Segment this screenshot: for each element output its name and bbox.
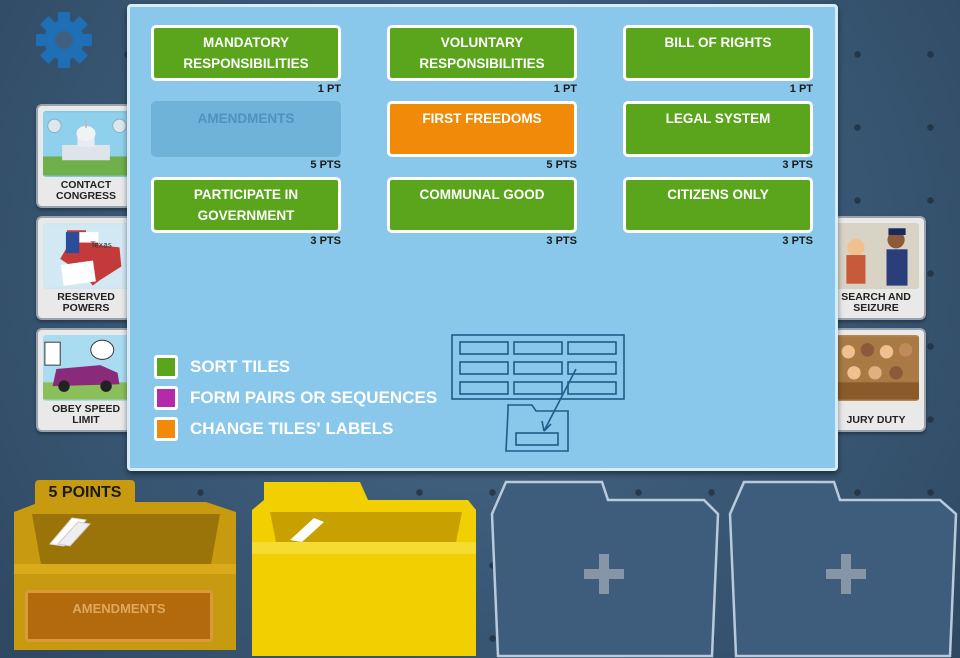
tile-points: 1 PT (317, 83, 341, 95)
car-icon (43, 335, 129, 401)
legend-swatch-green (154, 355, 178, 379)
card-obey-speed-limit[interactable]: OBEY SPEED LIMIT (36, 328, 136, 432)
card-caption: OBEY SPEED LIMIT (51, 403, 121, 426)
tile-panel: MANDATORY RESPONSIBILITIES 1 PT VOLUNTAR… (127, 4, 838, 471)
card-search-and-seizure[interactable]: SEARCH AND SEIZURE (826, 216, 926, 320)
tile-participate-in-government[interactable]: PARTICIPATE IN GOVERNMENT (151, 177, 341, 233)
svg-text:Texas: Texas (90, 240, 112, 249)
tile-points: 1 PT (789, 83, 813, 95)
texas-map-icon: Texas (43, 223, 129, 289)
capitol-icon (43, 111, 129, 177)
bin-points-tab: 5 POINTS (35, 480, 135, 506)
tile-communal-good[interactable]: COMMUNAL GOOD (387, 177, 577, 233)
tile-legal-system[interactable]: LEGAL SYSTEM (623, 101, 813, 157)
sort-into-folder-icon (450, 333, 630, 453)
legend-label: CHANGE TILES' LABELS (190, 419, 394, 438)
card-contact-congress[interactable]: CONTACT CONGRESS (36, 104, 136, 208)
tile-points: 3 PTS (310, 235, 341, 247)
legend-change-labels: CHANGE TILES' LABELS (154, 417, 393, 441)
tile-points: 3 PTS (782, 159, 813, 171)
card-jury-duty[interactable]: JURY DUTY (826, 328, 926, 432)
card-caption: RESERVED POWERS (57, 291, 115, 314)
tile-voluntary-responsibilities[interactable]: VOLUNTARY RESPONSIBILITIES (387, 25, 577, 81)
legend-label: SORT TILES (190, 357, 291, 376)
tile-bill-of-rights[interactable]: BILL OF RIGHTS (623, 25, 813, 81)
legend-swatch-purple (154, 386, 178, 410)
legend-label: FORM PAIRS OR SEQUENCES (190, 388, 438, 407)
plus-icon (584, 554, 624, 594)
plus-icon (826, 554, 866, 594)
card-caption: JURY DUTY (846, 414, 906, 426)
police-icon (833, 223, 919, 289)
tile-points: 5 PTS (310, 159, 341, 171)
bin-label: AMENDMENTS (25, 590, 213, 642)
tile-amendments: AMENDMENTS (151, 101, 341, 157)
legend-form-pairs: FORM PAIRS OR SEQUENCES (154, 386, 437, 410)
tile-points: 5 PTS (546, 159, 577, 171)
legend-swatch-orange (154, 417, 178, 441)
tile-citizens-only[interactable]: CITIZENS ONLY (623, 177, 813, 233)
card-caption: CONTACT CONGRESS (55, 179, 117, 202)
gear-icon[interactable] (34, 10, 94, 70)
tile-points: 3 PTS (782, 235, 813, 247)
card-caption: SEARCH AND SEIZURE (841, 291, 911, 314)
legend-sort-tiles: SORT TILES (154, 355, 290, 379)
jury-icon (833, 335, 919, 401)
card-reserved-powers[interactable]: Texas RESERVED POWERS (36, 216, 136, 320)
tile-first-freedoms[interactable]: FIRST FREEDOMS (387, 101, 577, 157)
tile-points: 3 PTS (546, 235, 577, 247)
tile-mandatory-responsibilities[interactable]: MANDATORY RESPONSIBILITIES (151, 25, 341, 81)
tile-points: 1 PT (553, 83, 577, 95)
